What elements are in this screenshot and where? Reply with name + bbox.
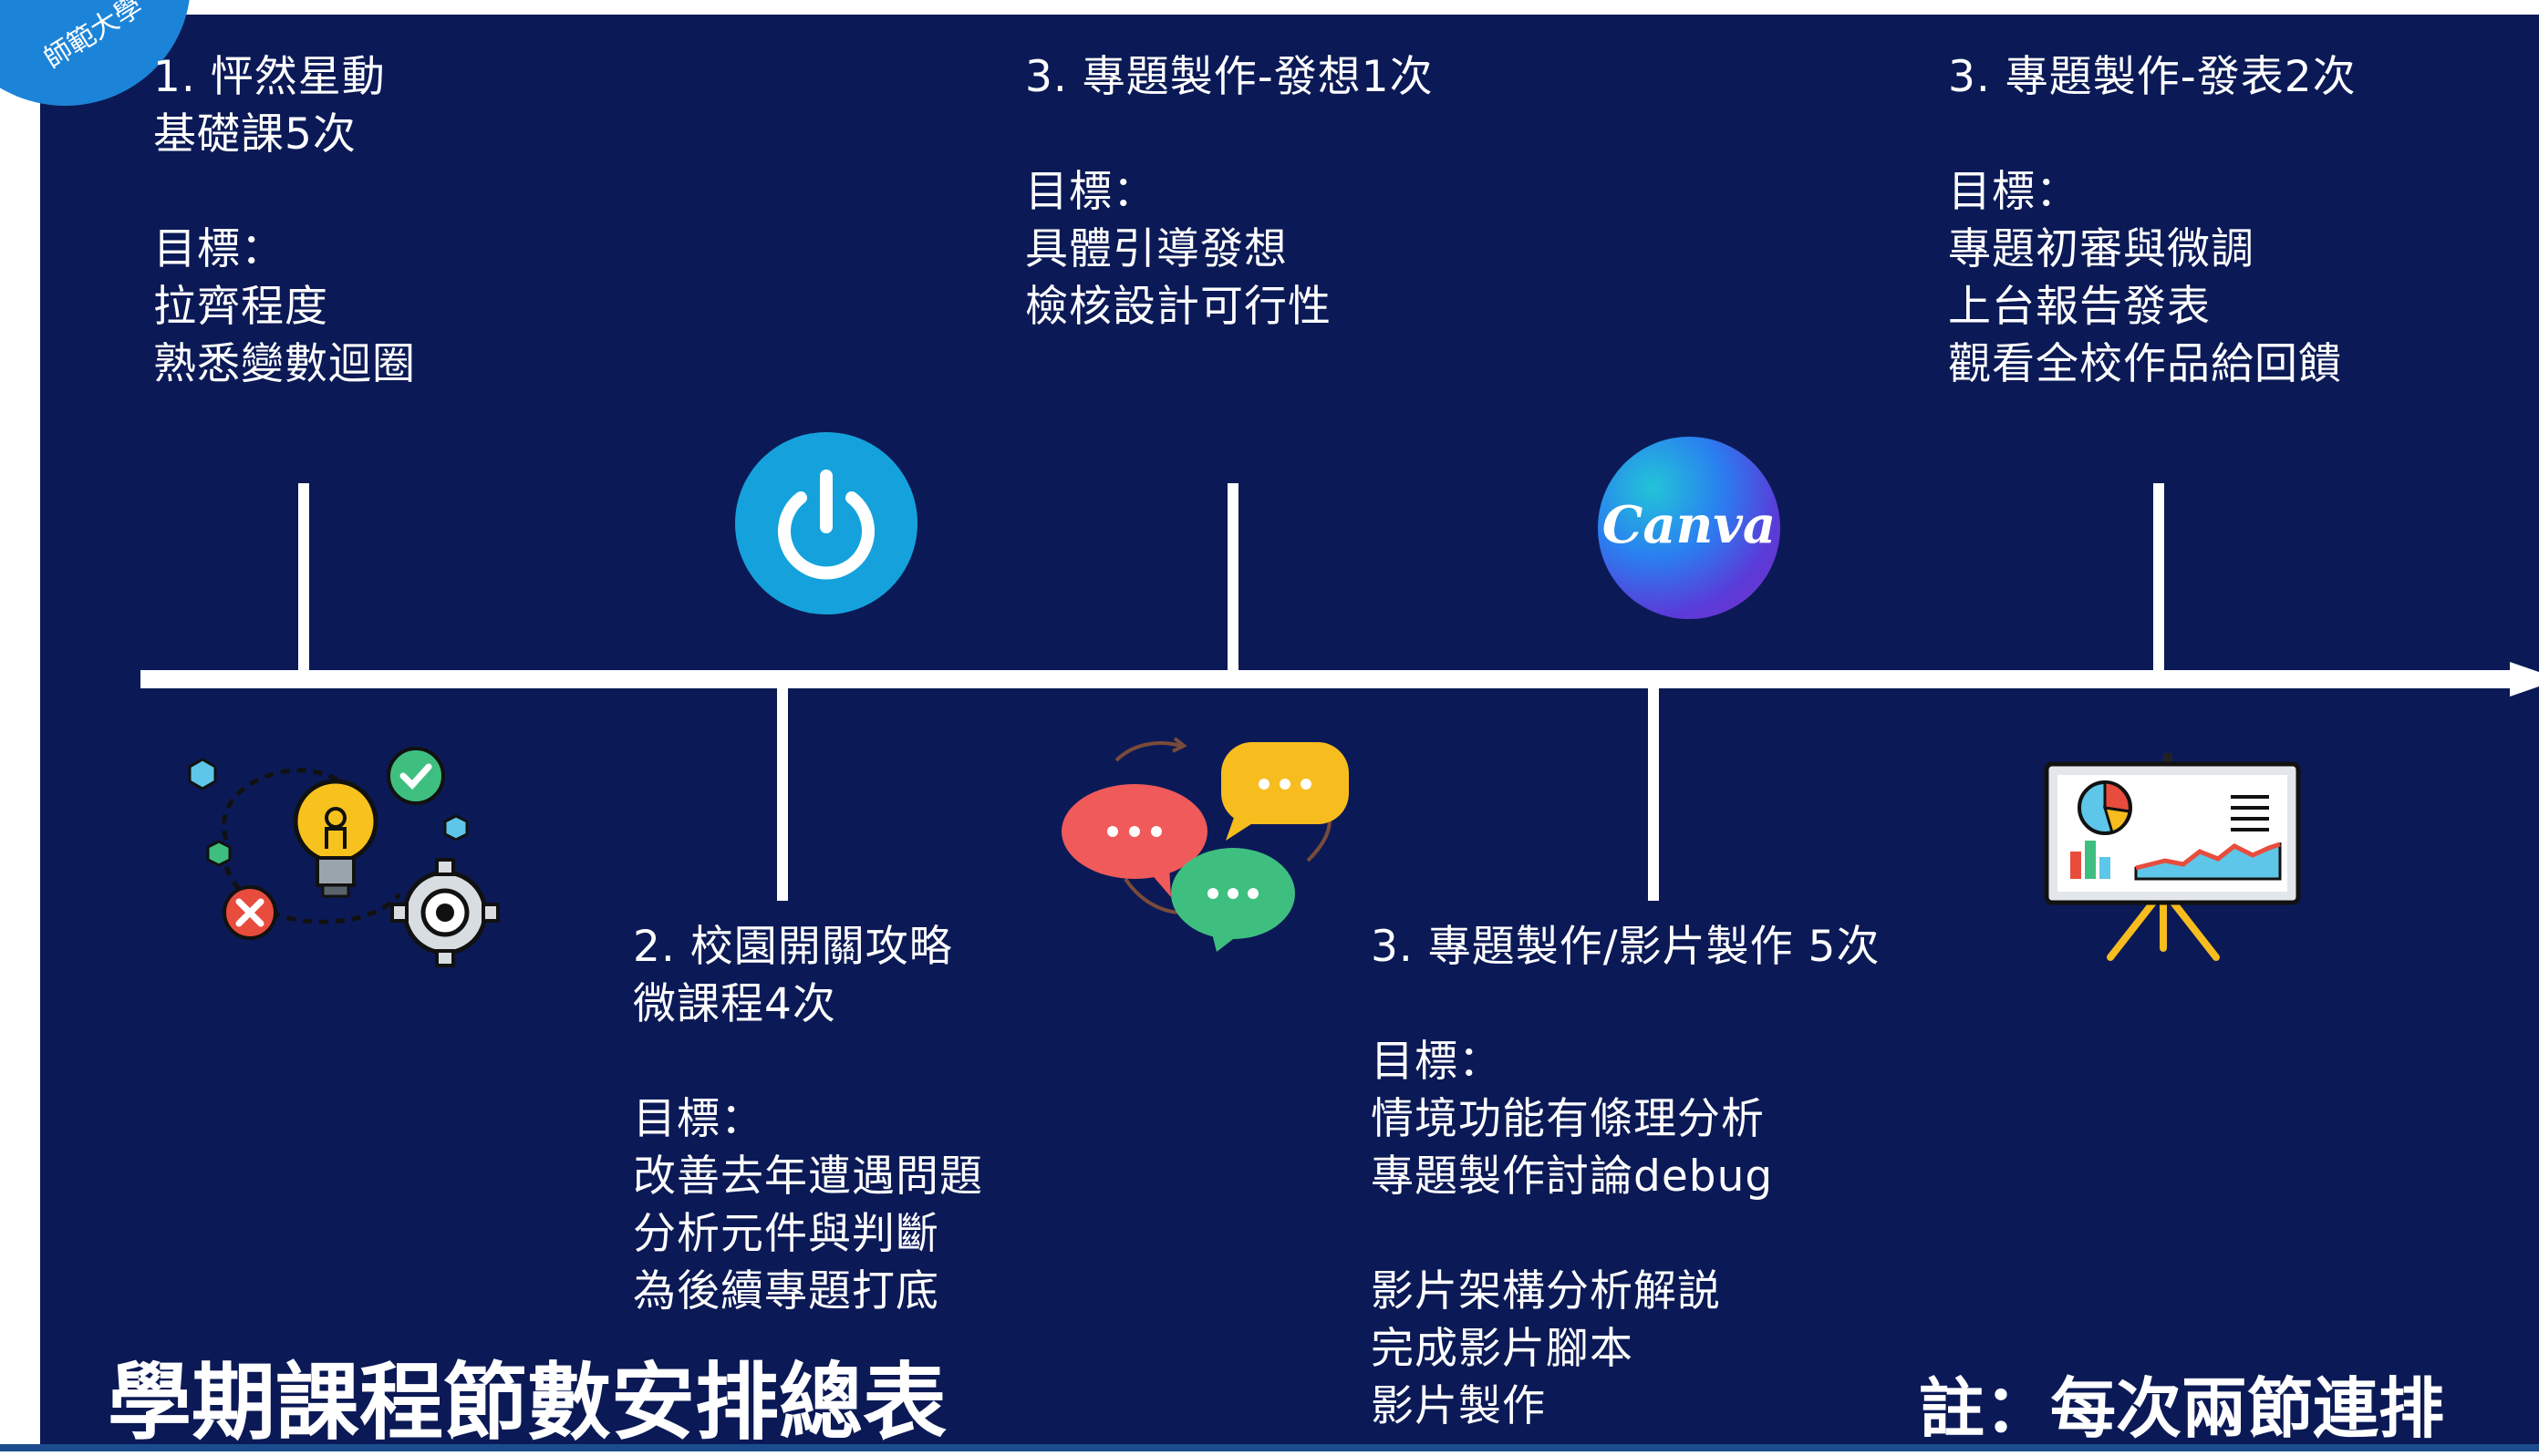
chat-bubbles-icon bbox=[1062, 737, 1349, 952]
milestone-3-text: 3. 專題製作-發想1次 目標： 具體引導發想 檢核設計可行性 bbox=[1025, 48, 1434, 336]
milestone-2-line: 分析元件與判斷 bbox=[633, 1209, 939, 1259]
milestone-1-line: 拉齊程度 bbox=[153, 282, 328, 332]
milestone-4-line: 完成影片腳本 bbox=[1371, 1324, 1633, 1374]
ideas-lightbulb-gear-icon bbox=[188, 747, 500, 967]
milestone-5-line: 3. 專題製作-發表2次 bbox=[1948, 52, 2357, 102]
milestone-2-line: 改善去年遭遇問題 bbox=[633, 1151, 983, 1202]
milestone-5-line: 目標： bbox=[1948, 167, 2079, 217]
presentation-board-icon bbox=[2044, 753, 2301, 961]
milestone-4-line: 專題製作討論debug bbox=[1371, 1151, 1774, 1202]
milestone-1-line: 目標： bbox=[153, 224, 285, 274]
milestone-1-line: 1. 怦然星動 bbox=[153, 52, 386, 102]
milestone-5-line: 上台報告發表 bbox=[1948, 282, 2211, 332]
timeline-axis bbox=[140, 670, 2519, 688]
tick-milestone-3 bbox=[1228, 483, 1238, 675]
milestone-1-line: 基礎課5次 bbox=[153, 109, 357, 160]
milestone-2-line: 2. 校園開關攻略 bbox=[633, 922, 953, 972]
milestone-5-line: 觀看全校作品給回饋 bbox=[1948, 339, 2342, 389]
tick-milestone-1 bbox=[298, 483, 309, 675]
schedule-note: 註：每次兩節連排 bbox=[1919, 1370, 2445, 1447]
power-symbol bbox=[778, 470, 875, 580]
milestone-2-line: 微課程4次 bbox=[633, 979, 836, 1029]
tick-milestone-5 bbox=[2153, 483, 2164, 675]
timeline-arrowhead bbox=[2510, 662, 2539, 697]
milestone-4-line: 影片製作 bbox=[1371, 1381, 1546, 1431]
milestone-2-line: 為後續專題打底 bbox=[633, 1266, 939, 1317]
milestone-1-text: 1. 怦然星動 基礎課5次 目標： 拉齊程度 熟悉變數迴圈 bbox=[153, 48, 416, 393]
milestone-2-text: 2. 校園開關攻略 微課程4次 目標： 改善去年遭遇問題 分析元件與判斷 為後續… bbox=[633, 918, 983, 1320]
power-icon bbox=[735, 432, 917, 614]
tick-milestone-4 bbox=[1648, 684, 1659, 901]
canva-logo-icon: Canva bbox=[1598, 437, 1780, 619]
page-title: 學期課程節數安排總表 bbox=[108, 1354, 948, 1451]
milestone-4-text: 3. 專題製作/影片製作 5次 目標： 情境功能有條理分析 專題製作討論debu… bbox=[1371, 918, 1880, 1435]
milestone-3-line: 具體引導發想 bbox=[1025, 224, 1288, 274]
milestone-5-text: 3. 專題製作-發表2次 目標： 專題初審與微調 上台報告發表 觀看全校作品給回… bbox=[1948, 48, 2357, 393]
milestone-3-line: 3. 專題製作-發想1次 bbox=[1025, 52, 1434, 102]
milestone-5-line: 專題初審與微調 bbox=[1948, 224, 2254, 274]
milestone-4-line: 3. 專題製作/影片製作 5次 bbox=[1371, 922, 1881, 972]
canva-logo-text: Canva bbox=[1601, 495, 1777, 555]
milestone-4-line: 影片架構分析解説 bbox=[1371, 1266, 1721, 1317]
tick-milestone-2 bbox=[777, 684, 788, 901]
milestone-3-line: 目標： bbox=[1025, 167, 1156, 217]
milestone-4-line: 目標： bbox=[1371, 1037, 1502, 1087]
milestone-2-line: 目標： bbox=[633, 1094, 764, 1144]
milestone-1-line: 熟悉變數迴圈 bbox=[153, 339, 416, 389]
milestone-4-line: 情境功能有條理分析 bbox=[1371, 1094, 1765, 1144]
milestone-3-line: 檢核設計可行性 bbox=[1025, 282, 1332, 332]
bottom-bar bbox=[0, 1444, 2539, 1451]
